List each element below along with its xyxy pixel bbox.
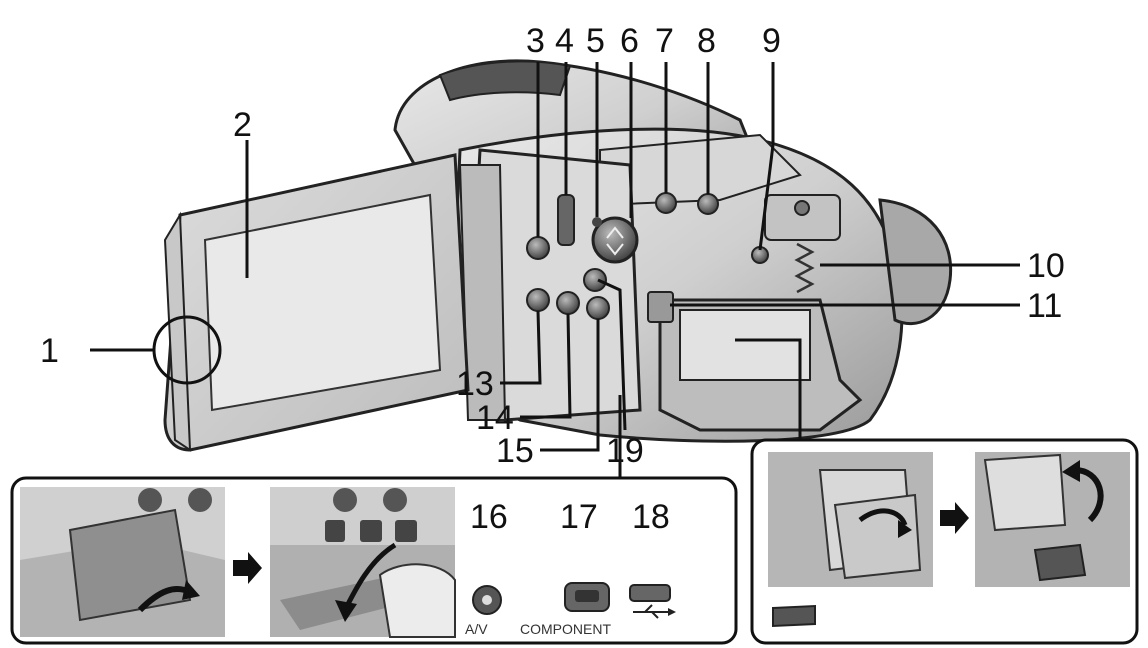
step-arrow-icon [233, 552, 262, 584]
callout-1: 1 [40, 332, 59, 370]
lcd-screen [203, 193, 442, 412]
joystick [591, 216, 639, 264]
callout-18: 18 [632, 498, 670, 536]
callout-17: 17 [560, 498, 598, 536]
usb-terminal-icon [629, 584, 671, 602]
hdmi-cable-icon [772, 604, 816, 628]
button-7 [655, 192, 677, 214]
component-label: COMPONENT [520, 621, 611, 637]
callout-2: 2 [233, 106, 252, 144]
lift-arrow-icon [858, 508, 908, 527]
callout-3: 3 [526, 22, 545, 60]
callout-13: 13 [456, 365, 494, 403]
callout-10: 10 [1027, 247, 1065, 285]
leader-lines [90, 62, 1020, 617]
callout-4: 4 [555, 22, 574, 60]
battery-latch [647, 291, 674, 323]
callout-8: 8 [697, 22, 716, 60]
battery-opening [679, 309, 811, 381]
callout-15: 15 [496, 432, 534, 470]
terminal-cover-inset: 16 17 18 A/V COMPONENT [10, 476, 738, 645]
callout-5: 5 [586, 22, 605, 60]
callout-16: 16 [470, 498, 508, 536]
button-19 [583, 268, 607, 292]
button-14 [556, 291, 580, 315]
callout-numbers: 1 2 3 4 5 6 7 8 9 10 11 12 13 14 15 19 [40, 22, 1065, 635]
callout-9: 9 [762, 22, 781, 60]
cover-flap [68, 508, 192, 622]
cooling-vents [794, 242, 815, 294]
callout-6: 6 [620, 22, 639, 60]
hdmi-port [1033, 543, 1087, 582]
av-label: A/V [465, 621, 488, 637]
button-8 [697, 193, 719, 215]
status-indicator [592, 217, 602, 227]
callout-14: 14 [476, 399, 514, 437]
hand-strap [878, 198, 953, 326]
button-15 [586, 296, 610, 320]
hdmi-step-arrow-icon [940, 502, 969, 534]
rotate-arrow-icon [1074, 467, 1104, 523]
mode-lever [557, 194, 575, 246]
callout-11: 11 [1027, 287, 1062, 325]
side-screw [794, 200, 810, 216]
button-13 [526, 288, 550, 312]
hdmi-cover-inset [750, 438, 1139, 645]
usb-symbol-icon [633, 604, 668, 619]
button-3 [526, 236, 550, 260]
camcorder-illustration [163, 59, 953, 452]
callout-7: 7 [655, 22, 674, 60]
lcd-side-edge [163, 211, 192, 452]
callout-19: 19 [606, 432, 644, 470]
